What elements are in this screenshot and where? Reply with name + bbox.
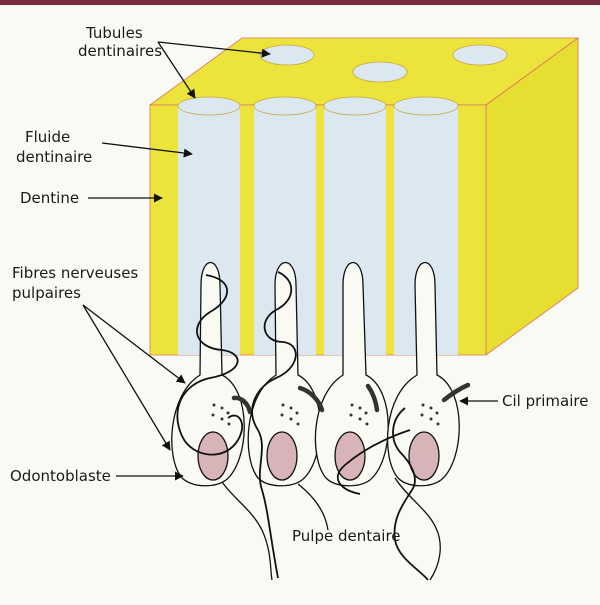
labels: Tubules dentinaires Fluide dentinaire De… <box>10 24 588 545</box>
tubule-opening <box>259 44 315 66</box>
leader-lines <box>82 41 498 481</box>
pulp-fiber <box>221 481 273 581</box>
label-tubules-line2: dentinaires <box>78 42 162 60</box>
label-tubules-line1: Tubules <box>85 24 143 42</box>
nerve-fiber <box>392 407 429 581</box>
label-cilium: Cil primaire <box>502 392 588 410</box>
label-dentine: Dentine <box>20 189 79 207</box>
leader-line <box>82 304 171 451</box>
tubule-top <box>393 96 459 116</box>
nerve-fibers <box>176 271 429 581</box>
golgi-icon <box>280 403 300 426</box>
primary-cilium <box>441 382 471 403</box>
pulp-fiber <box>394 477 441 581</box>
primary-cilium <box>231 395 253 415</box>
leader-line <box>157 41 196 99</box>
odontoblast-cell <box>386 262 460 487</box>
top-border <box>0 0 600 5</box>
golgi-icon <box>211 403 231 426</box>
tubule-opening <box>452 44 508 66</box>
primary-cilium <box>365 383 380 413</box>
pulp-fiber <box>297 483 329 531</box>
odontoblast-cell <box>171 262 245 487</box>
label-pulp: Pulpe dentaire <box>292 527 401 545</box>
label-fibers-line2: pulpaires <box>12 284 81 302</box>
golgi-icon <box>420 403 440 426</box>
primary-cilium <box>297 385 325 413</box>
label-fluid-line2: dentinaire <box>16 148 92 166</box>
pulp-fibers <box>221 477 441 581</box>
label-fluid-line1: Fluide <box>25 128 70 146</box>
nerve-fiber <box>176 274 243 456</box>
tubule-opening <box>352 61 408 83</box>
nerve-fiber <box>336 429 411 495</box>
odontoblast-body <box>314 262 389 487</box>
odontoblast-body <box>171 262 245 487</box>
leader-line <box>82 304 186 384</box>
odontoblast-body <box>386 262 460 487</box>
primary-cilia <box>231 382 471 415</box>
leader-line <box>157 41 271 58</box>
nerve-fiber <box>251 271 297 579</box>
nucleus <box>408 431 440 481</box>
leader-line <box>101 142 193 158</box>
tubule-openings <box>259 44 508 83</box>
nucleus <box>266 431 298 481</box>
nucleus <box>197 431 229 481</box>
golgi-icon <box>349 403 369 426</box>
label-odontoblast: Odontoblaste <box>10 467 111 485</box>
label-fibers-line1: Fibres nerveuses <box>12 264 138 282</box>
tubule-top <box>323 96 387 116</box>
tubule-top <box>177 96 241 116</box>
tubule-top <box>253 96 317 116</box>
